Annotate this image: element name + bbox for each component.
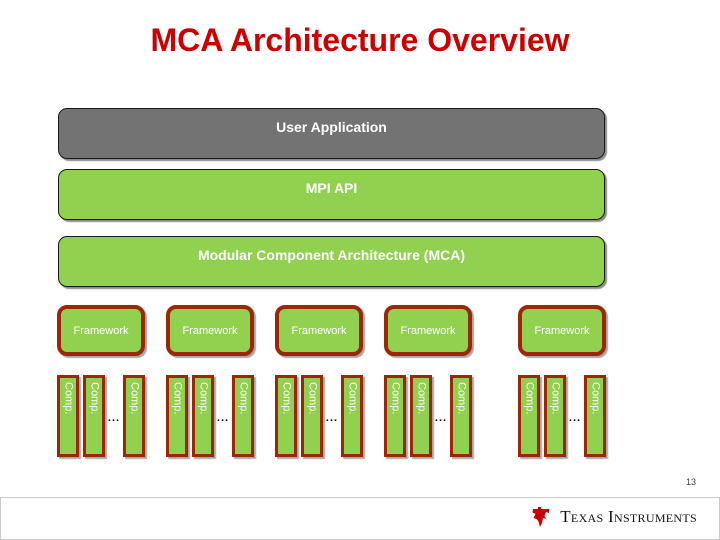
framework-label-3: Framework <box>291 324 347 337</box>
component-group-ellipsis-3: ... <box>325 412 339 424</box>
component-group-4: Comp. Comp. ... Comp. <box>384 375 472 459</box>
component-group-3: Comp. Comp. ... Comp. <box>275 375 363 459</box>
component-box-5-2: Comp. <box>544 375 566 457</box>
component-label-5-3: Comp. <box>589 382 602 415</box>
component-label-3-1: Comp. <box>280 382 293 415</box>
component-group-5: Comp. Comp. ... Comp. <box>518 375 606 459</box>
layer-label-mpi-api: MPI API <box>305 179 358 196</box>
framework-box-3: Framework <box>275 305 363 356</box>
component-box-3-3: Comp. <box>341 375 363 457</box>
component-area: Comp. Comp. ... Comp. Comp. Comp. ... Co… <box>57 375 606 459</box>
component-box-4-1: Comp. <box>384 375 406 457</box>
component-label-3-2: Comp. <box>306 382 319 415</box>
component-box-5-3: Comp. <box>584 375 606 457</box>
component-label-2-1: Comp. <box>171 382 184 415</box>
framework-label-4: Framework <box>400 324 456 337</box>
framework-label-5: Framework <box>534 324 590 337</box>
component-label-5-2: Comp. <box>549 382 562 415</box>
page-title: MCA Architecture Overview <box>150 22 570 58</box>
component-label-4-2: Comp. <box>415 382 428 415</box>
component-box-2-1: Comp. <box>166 375 188 457</box>
framework-label-1: Framework <box>73 324 129 337</box>
component-label-4-1: Comp. <box>389 382 402 415</box>
component-box-3-2: Comp. <box>301 375 323 457</box>
framework-row: Framework Framework Framework Framework … <box>57 305 606 356</box>
component-label-4-3: Comp. <box>455 382 468 415</box>
component-group-ellipsis-4: ... <box>434 412 448 424</box>
footer-bar: Texas Instruments <box>0 497 720 540</box>
component-box-4-2: Comp. <box>410 375 432 457</box>
component-label-1-1: Comp. <box>62 382 75 415</box>
layer-label-mca: Modular Component Architecture (MCA) <box>197 246 466 263</box>
component-box-1-1: Comp. <box>57 375 79 457</box>
page-number: 13 <box>685 477 696 487</box>
texas-instruments-logo: Texas Instruments <box>531 506 697 528</box>
component-box-1-2: Comp. <box>83 375 105 457</box>
component-group-ellipsis-1: ... <box>107 412 121 424</box>
texas-instruments-logo-icon <box>532 507 550 527</box>
framework-box-5: Framework <box>518 305 606 356</box>
component-label-1-3: Comp. <box>128 382 141 415</box>
component-group-ellipsis-2: ... <box>216 412 230 424</box>
component-box-2-2: Comp. <box>192 375 214 457</box>
component-label-3-3: Comp. <box>346 382 359 415</box>
layer-label-user-application: User Application <box>276 118 387 135</box>
component-label-1-2: Comp. <box>88 382 101 415</box>
component-box-2-3: Comp. <box>232 375 254 457</box>
layer-box-user-application: User Application <box>58 108 605 159</box>
component-box-5-1: Comp. <box>518 375 540 457</box>
framework-box-4: Framework <box>384 305 472 356</box>
texas-instruments-wordmark: Texas Instruments <box>560 507 697 526</box>
component-label-2-2: Comp. <box>197 382 210 415</box>
component-group-1: Comp. Comp. ... Comp. <box>57 375 145 459</box>
component-box-1-3: Comp. <box>123 375 145 457</box>
framework-label-2: Framework <box>182 324 238 337</box>
component-box-4-3: Comp. <box>450 375 472 457</box>
component-label-2-3: Comp. <box>237 382 250 415</box>
framework-box-1: Framework <box>57 305 145 356</box>
component-label-5-1: Comp. <box>523 382 536 415</box>
component-box-3-1: Comp. <box>275 375 297 457</box>
layer-box-mpi-api: MPI API <box>58 169 605 220</box>
component-group-ellipsis-5: ... <box>568 412 582 424</box>
framework-box-2: Framework <box>166 305 254 356</box>
layer-box-mca: Modular Component Architecture (MCA) <box>58 236 605 287</box>
component-group-2: Comp. Comp. ... Comp. <box>166 375 254 459</box>
